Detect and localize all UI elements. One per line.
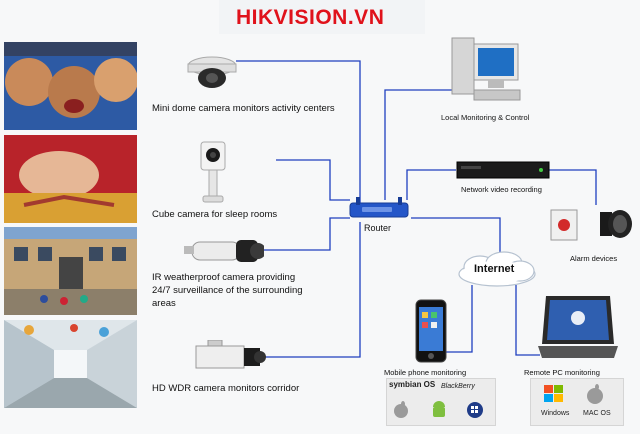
label-router: Router <box>364 223 392 233</box>
nvr-icon <box>455 158 551 187</box>
label-internet: Internet <box>474 263 515 275</box>
mac-logo-icon <box>585 383 605 410</box>
label-ir-camera-line3: areas <box>152 298 176 309</box>
link-alarm <box>549 169 597 205</box>
router-icon <box>348 195 410 226</box>
label-box-camera: HD WDR camera monitors corridor <box>152 383 300 394</box>
label-ir-camera-line1: IR weatherproof camera providing <box>152 272 296 283</box>
brand-logo-text: HIKVISION.VN <box>236 6 385 29</box>
desktop-computer-icon <box>448 28 526 111</box>
link-mobile <box>446 285 473 353</box>
alarm-button-icon <box>549 208 581 249</box>
brand-banner <box>219 0 425 34</box>
photo-school-corridor <box>4 320 137 408</box>
link-bullet-camera <box>262 217 350 251</box>
apple-logo-icon <box>392 401 410 424</box>
windows-logo-icon <box>543 384 565 409</box>
bullet-camera-icon <box>184 236 266 271</box>
link-cube-camera <box>276 159 350 201</box>
android-logo-icon <box>430 401 448 424</box>
dome-camera-icon <box>186 56 238 95</box>
label-cube-camera: Cube camera for sleep rooms <box>152 209 278 220</box>
siren-icon <box>598 208 634 249</box>
smartphone-icon <box>414 298 448 369</box>
label-mobile-monitoring: Mobile phone monitoring <box>384 368 467 377</box>
photo-school-building <box>4 227 137 315</box>
label-pc-monitoring: Remote PC monitoring <box>524 368 600 377</box>
label-nvr: Network video recording <box>461 185 542 194</box>
box-camera-icon <box>194 339 266 379</box>
photo-sleeping-child <box>4 135 137 223</box>
blackberry-logo: BlackBerry <box>441 383 475 390</box>
label-ir-camera-line2: 24/7 surveillance of the surrounding <box>152 285 303 296</box>
label-dome-camera: Mini dome camera monitors activity cente… <box>152 103 335 114</box>
cloud-icon <box>454 250 540 295</box>
link-box-camera <box>265 222 361 358</box>
symbian-logo: symbian OS <box>389 380 436 389</box>
link-pc <box>515 285 540 356</box>
link-internet <box>411 217 501 255</box>
link-local-monitoring <box>384 89 452 200</box>
cube-camera-icon <box>199 140 227 209</box>
mac-os-label: MAC OS <box>583 410 611 417</box>
photo-children-faces <box>4 42 137 130</box>
label-local-monitoring: Local Monitoring & Control <box>441 113 530 122</box>
laptop-icon <box>536 292 620 369</box>
link-dome-camera <box>236 60 361 205</box>
windows-phone-logo-icon <box>466 401 484 424</box>
windows-label: Windows <box>541 410 570 417</box>
label-alarm-devices: Alarm devices <box>570 254 618 263</box>
link-nvr <box>406 169 456 200</box>
